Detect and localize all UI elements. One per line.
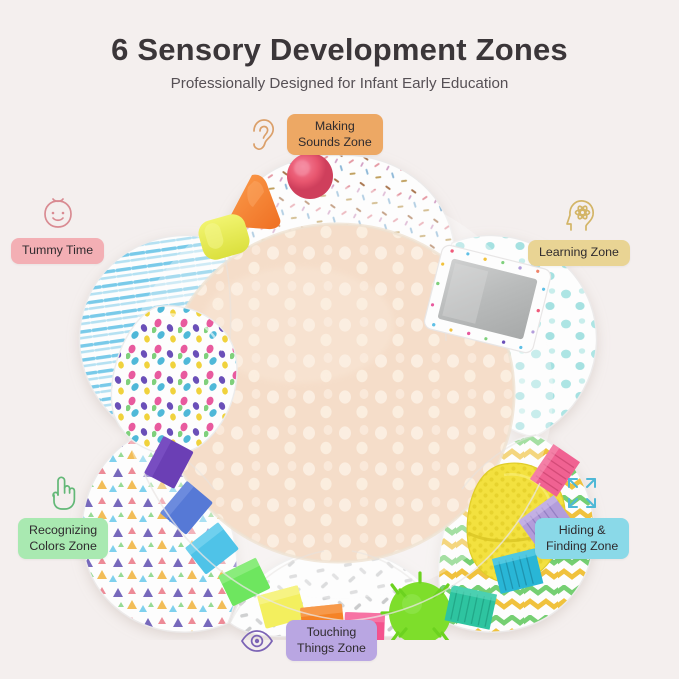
page-subtitle: Professionally Designed for Infant Early… (170, 74, 509, 92)
ear-icon (247, 118, 277, 152)
soft-toy-attachments[interactable] (195, 153, 333, 263)
zone-hiding-finding[interactable]: Hiding & Finding Zone (535, 474, 630, 560)
play-mat-svg (78, 153, 598, 640)
zone-making-sounds[interactable]: Making Sounds Zone (247, 114, 383, 156)
baby-safe-mirror[interactable] (423, 244, 552, 355)
zone-tummy-time[interactable]: Tummy Time (11, 196, 105, 264)
expand-arrows-icon (560, 474, 604, 512)
orange-cone-toy[interactable] (230, 174, 281, 230)
zone-touching-things-label: Touching Things Zone (286, 620, 377, 662)
header: 6 Sensory Development Zones Professional… (0, 32, 679, 92)
fringe-tassel-strip[interactable] (444, 444, 581, 630)
yellow-cube-toy[interactable] (195, 211, 252, 263)
pink-pom-pom-ball[interactable] (287, 153, 333, 199)
confetti-crinkle-patch[interactable] (110, 305, 238, 455)
zone-tummy-time-label: Tummy Time (11, 238, 105, 264)
ribbon-tag[interactable] (160, 480, 213, 535)
zone-learning[interactable]: Learning Zone (528, 196, 630, 266)
fringe-tassel[interactable] (444, 585, 497, 630)
baby-face-icon (39, 196, 77, 232)
eye-icon (240, 628, 274, 654)
play-mat-illustration (48, 135, 628, 640)
fringe-tassel[interactable] (491, 548, 544, 594)
head-brain-icon (560, 196, 598, 234)
zone-recognizing-colors[interactable]: Recognizing Colors Zone (18, 474, 109, 560)
center-cushion (160, 222, 516, 564)
zone-hiding-finding-label: Hiding & Finding Zone (535, 518, 630, 560)
ribbon-tag[interactable] (144, 435, 194, 489)
zone-touching-things[interactable]: Touching Things Zone (240, 620, 377, 662)
page-title: 6 Sensory Development Zones (111, 32, 568, 67)
mirror-frame-dots (430, 249, 546, 350)
fringe-tassel[interactable] (530, 444, 581, 497)
pointing-hand-icon (46, 474, 80, 512)
zone-learning-label: Learning Zone (528, 240, 630, 266)
zone-making-sounds-label: Making Sounds Zone (287, 114, 383, 156)
zone-recognizing-colors-label: Recognizing Colors Zone (18, 518, 109, 560)
